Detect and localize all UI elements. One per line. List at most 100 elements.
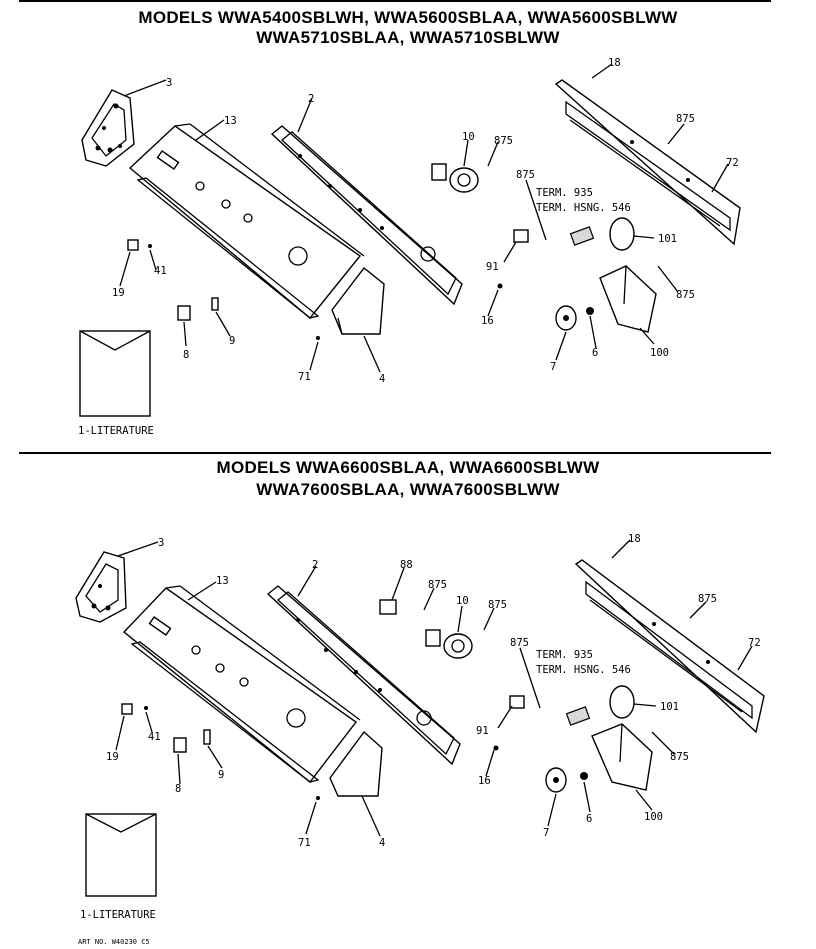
section-2-exploded-diagram: 1-LITERATURE TERM. 935 TERM. HSNG. 546 3… — [75, 533, 765, 921]
part-41-screw — [148, 244, 152, 248]
leader-lines — [115, 539, 753, 837]
callout-7: 7 — [543, 827, 549, 839]
part-72-backplate — [574, 559, 765, 734]
part-71-screw — [316, 796, 320, 800]
callout-9: 9 — [229, 335, 235, 347]
part-10-switch — [425, 629, 473, 659]
part-3-bracket — [81, 89, 135, 167]
part-2-panel — [266, 585, 461, 766]
term-block — [565, 706, 591, 726]
term-line-1: TERM. 935 — [536, 187, 593, 199]
literature-envelope — [79, 330, 151, 417]
literature-label: 1-LITERATURE — [80, 909, 156, 921]
part-13-console — [122, 585, 361, 783]
callout-71: 71 — [298, 837, 311, 849]
part-9-clip — [211, 297, 219, 311]
part-7-dial — [555, 305, 577, 331]
part-16-screw — [497, 283, 503, 289]
part-13-console — [128, 123, 365, 319]
callout-91: 91 — [476, 725, 489, 737]
callout-875: 875 — [676, 113, 695, 125]
part-9-clip — [203, 729, 211, 745]
callout-18: 18 — [628, 533, 641, 545]
callout-875: 875 — [676, 289, 695, 301]
part-2-panel — [270, 125, 463, 306]
callout-19: 19 — [106, 751, 119, 763]
part-19-clip — [127, 239, 139, 251]
part-100-timer — [599, 265, 657, 333]
part-4-endcap — [329, 730, 383, 797]
section-1-title-line-1: MODELS WWA5400SBLWH, WWA5600SBLAA, WWA56… — [138, 8, 678, 27]
part-4-endcap — [331, 267, 385, 335]
section-divider — [19, 452, 771, 454]
callout-18: 18 — [608, 57, 621, 69]
section-2-title-line-2: WWA7600SBLAA, WWA7600SBLWW — [256, 480, 560, 499]
part-6-nut — [586, 307, 594, 315]
part-3-bracket — [75, 551, 127, 623]
callout-6: 6 — [592, 347, 598, 359]
callout-2: 2 — [308, 93, 314, 105]
callout-4: 4 — [379, 837, 385, 849]
callout-101: 101 — [658, 233, 677, 245]
callout-19: 19 — [112, 287, 125, 299]
callout-3: 3 — [158, 537, 164, 549]
literature-envelope — [85, 813, 157, 897]
callout-8: 8 — [175, 783, 181, 795]
part-8-knob — [177, 305, 191, 321]
callout-875: 875 — [698, 593, 717, 605]
callout-10: 10 — [456, 595, 469, 607]
callout-875: 875 — [510, 637, 529, 649]
callout-13: 13 — [224, 115, 237, 127]
callout-875: 875 — [670, 751, 689, 763]
term-line-1: TERM. 935 — [536, 649, 593, 661]
art-number: ART NO. W40230 C5 — [78, 938, 150, 946]
part-6-nut — [580, 772, 588, 780]
callout-8: 8 — [183, 349, 189, 361]
callout-875: 875 — [428, 579, 447, 591]
callout-41: 41 — [148, 731, 161, 743]
callout-7: 7 — [550, 361, 556, 373]
callout-71: 71 — [298, 371, 311, 383]
part-72-backplate — [554, 79, 741, 246]
callout-13: 13 — [216, 575, 229, 587]
callout-91: 91 — [486, 261, 499, 273]
section-1-exploded-diagram: 1-LITERATURE TERM. 935 TERM. HSNG. 546 3… — [78, 57, 741, 437]
callout-100: 100 — [650, 347, 669, 359]
part-8-knob — [173, 737, 187, 753]
leader-lines — [119, 63, 729, 373]
callout-6: 6 — [586, 813, 592, 825]
part-101-motor — [609, 217, 635, 251]
callout-3: 3 — [166, 77, 172, 89]
literature-label: 1-LITERATURE — [78, 425, 154, 437]
part-41-screw — [144, 706, 148, 710]
callout-9: 9 — [218, 769, 224, 781]
part-71-screw — [316, 336, 320, 340]
section-2-title-line-1: MODELS WWA6600SBLAA, WWA6600SBLWW — [216, 458, 600, 477]
callout-100: 100 — [644, 811, 663, 823]
callout-10: 10 — [462, 131, 475, 143]
term-block — [569, 226, 595, 246]
term-line-2: TERM. HSNG. 546 — [536, 202, 631, 214]
callout-875: 875 — [494, 135, 513, 147]
section-1-title-line-2: WWA5710SBLAA, WWA5710SBLWW — [256, 28, 560, 47]
part-100-timer — [591, 723, 653, 791]
top-rule — [19, 0, 771, 2]
term-line-2: TERM. HSNG. 546 — [536, 664, 631, 676]
part-101-motor — [609, 685, 635, 719]
callout-101: 101 — [660, 701, 679, 713]
part-7-dial — [545, 767, 567, 793]
callout-72: 72 — [726, 157, 739, 169]
part-10-switch — [431, 163, 479, 193]
callout-72: 72 — [748, 637, 761, 649]
callout-2: 2 — [312, 559, 318, 571]
part-19-clip — [121, 703, 133, 715]
part-91-switch — [513, 229, 529, 243]
part-88-bracket — [379, 599, 397, 615]
callout-875: 875 — [516, 169, 535, 181]
callout-875: 875 — [488, 599, 507, 611]
callout-41: 41 — [154, 265, 167, 277]
part-16-screw — [493, 745, 499, 751]
callout-88: 88 — [400, 559, 413, 571]
callout-16: 16 — [478, 775, 491, 787]
part-91-switch — [509, 695, 525, 709]
